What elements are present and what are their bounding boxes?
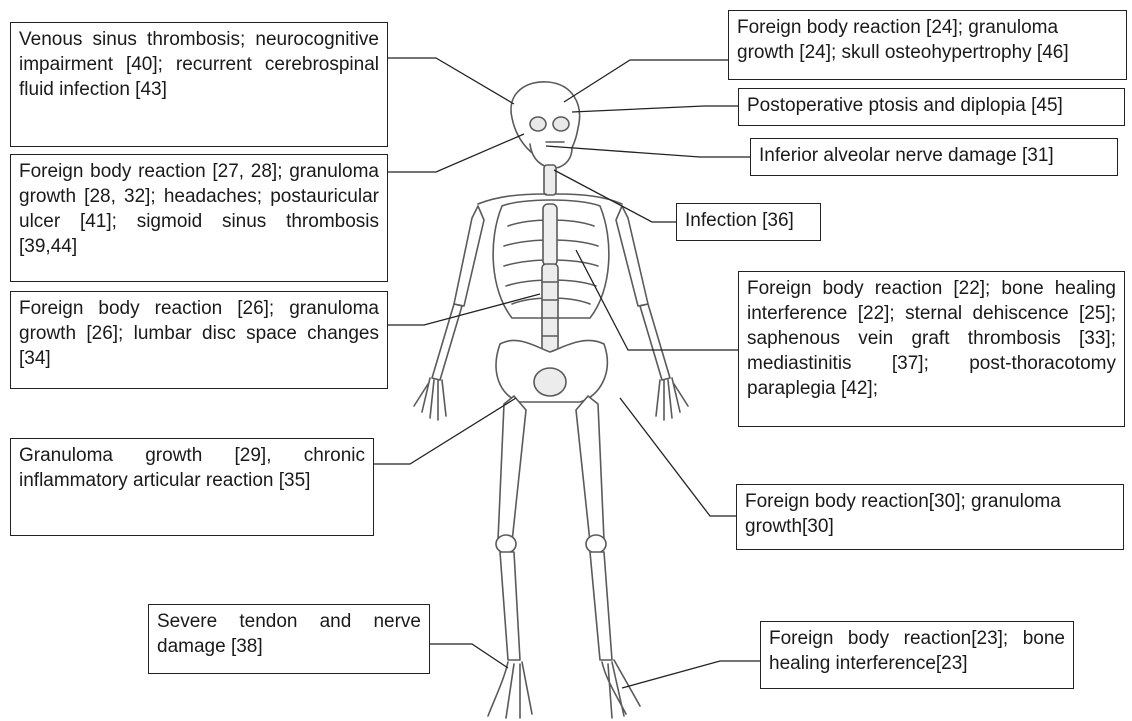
label-ankle-tendon-text: Severe tendon and nerve damage [38] [157, 611, 421, 657]
lumbar-spine [542, 264, 558, 356]
tibia-right [590, 552, 612, 660]
label-ear-region: Foreign body reaction [27, 28]; granulom… [10, 154, 388, 282]
label-knee-text: Foreign body reaction[30]; granuloma gro… [745, 491, 1061, 537]
label-hip-joint: Granuloma growth [29], chronic inflammat… [10, 438, 374, 536]
label-jaw: Inferior alveolar nerve damage [31] [750, 138, 1118, 176]
knee-left [496, 535, 516, 553]
label-ankle-tendon: Severe tendon and nerve damage [38] [148, 604, 430, 674]
tibia-left [500, 552, 520, 660]
leader-knee [620, 398, 736, 516]
label-thorax: Foreign body reaction [22]; bone healing… [738, 271, 1125, 427]
label-skull-text: Foreign body reaction [24]; granuloma gr… [737, 17, 1069, 63]
label-ear-region-text: Foreign body reaction [27, 28]; granulom… [19, 161, 379, 257]
humerus-right [616, 206, 648, 306]
hand-right [656, 378, 688, 420]
label-skull: Foreign body reaction [24]; granuloma gr… [728, 10, 1127, 80]
knee-right [586, 535, 606, 553]
label-lumbar: Foreign body reaction [26]; granuloma gr… [10, 291, 388, 389]
label-foot: Foreign body reaction[23]; bone healing … [760, 621, 1074, 689]
leader-skull [564, 60, 728, 102]
eye-socket-left [530, 117, 546, 131]
label-thorax-text: Foreign body reaction [22]; bone healing… [747, 278, 1116, 399]
label-orbit-text: Postoperative ptosis and diplopia [45] [747, 95, 1063, 116]
label-neck: Infection [36] [676, 203, 821, 241]
label-venous-sinus: Venous sinus thrombosis; neurocognitive … [10, 22, 388, 147]
label-neck-text: Infection [36] [685, 210, 794, 231]
label-foot-text: Foreign body reaction[23]; bone healing … [769, 628, 1065, 674]
label-venous-sinus-text: Venous sinus thrombosis; neurocognitive … [19, 29, 379, 100]
femur-left [498, 396, 526, 542]
cervical-spine [544, 165, 556, 195]
hand-left [414, 378, 446, 420]
leader-jaw [546, 146, 750, 157]
label-lumbar-text: Foreign body reaction [26]; granuloma gr… [19, 298, 379, 369]
sternum [543, 204, 557, 266]
leader-foot [622, 661, 760, 688]
forearm-right [640, 304, 670, 380]
label-jaw-text: Inferior alveolar nerve damage [31] [759, 145, 1054, 166]
label-knee: Foreign body reaction[30]; granuloma gro… [736, 484, 1124, 550]
foot-right [602, 660, 640, 718]
label-orbit: Postoperative ptosis and diplopia [45] [738, 88, 1125, 126]
eye-socket-right [553, 117, 569, 131]
humerus-left [454, 206, 484, 306]
leader-ankle-tendon [430, 644, 508, 668]
leader-ear-region [388, 134, 524, 172]
label-hip-joint-text: Granuloma growth [29], chronic inflammat… [19, 445, 365, 491]
leader-venous-sinus [388, 58, 514, 104]
femur-right [576, 396, 604, 542]
leader-orbit [572, 106, 738, 112]
foot-left [488, 662, 532, 718]
